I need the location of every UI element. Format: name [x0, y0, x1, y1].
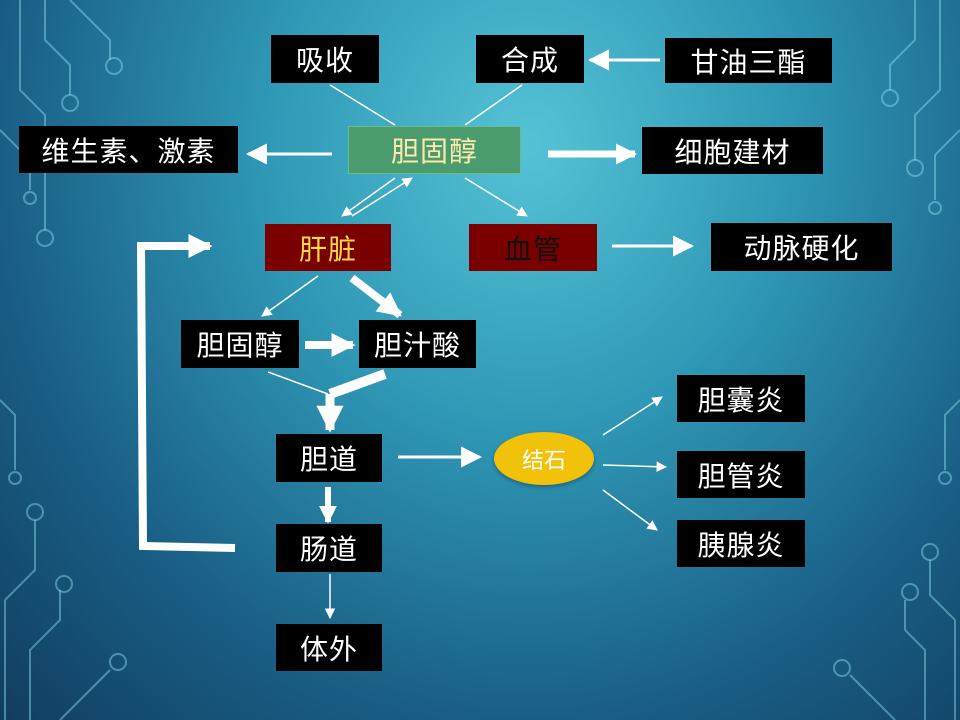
arrow-stone-cholangitis: [602, 461, 668, 472]
node-cholesterol-liver: 胆固醇: [181, 320, 299, 368]
node-bile-acid: 胆汁酸: [359, 320, 476, 368]
link-bileacid-merge: [328, 369, 387, 399]
node-vessel: 血管: [469, 224, 597, 271]
node-cell-material: 细胞建材: [642, 127, 823, 174]
node-intestine: 肠道: [276, 524, 382, 572]
node-triglyceride: 甘油三酯: [665, 38, 832, 83]
node-atherosclerosis: 动脉硬化: [711, 223, 892, 271]
link-synth-cholesterol: [464, 84, 523, 126]
node-cholangitis: 胆管炎: [677, 451, 805, 498]
arrow-cholesterol-liver: [341, 177, 396, 217]
node-synth: 合成: [476, 35, 584, 83]
node-cholecystitis: 胆囊炎: [677, 375, 805, 422]
node-liver: 肝脏: [265, 224, 391, 271]
arrow-liver-cholesterol: [351, 177, 413, 217]
node-stone: 结石: [494, 432, 594, 485]
node-excreted: 体外: [276, 624, 382, 671]
node-absorb: 吸收: [271, 35, 379, 83]
arrow-liver-cholesterol-sub: [261, 275, 319, 317]
node-bile-duct: 胆道: [276, 434, 382, 482]
arrow-cholesterol-vessel: [464, 177, 528, 217]
node-cholesterol-main: 胆固醇: [348, 126, 521, 174]
arrow-liver-bileacid: [349, 274, 403, 319]
arrow-stone-cholecystitis: [602, 396, 663, 436]
node-vitamin-hormone: 维生素、激素: [19, 126, 238, 173]
link-absorb-cholesterol: [329, 84, 396, 126]
arrow-stone-pancreatitis: [602, 489, 658, 531]
link-cholesterol-merge: [267, 371, 329, 395]
node-pancreatitis: 胰腺炎: [677, 520, 805, 567]
recirculation-loop: [136, 234, 236, 552]
